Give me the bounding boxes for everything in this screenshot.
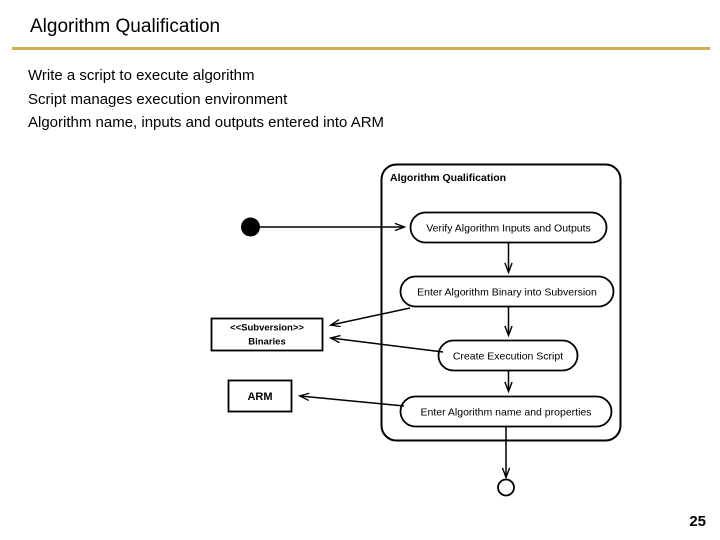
- object-name-label: Binaries: [248, 337, 286, 348]
- object-name-label: ARM: [247, 391, 272, 403]
- bullet-item: Algorithm name, inputs and outputs enter…: [28, 114, 385, 131]
- final-node: [497, 478, 515, 497]
- activity-label: Enter Algorithm name and properties: [420, 407, 591, 419]
- object-node-arm: [227, 379, 293, 413]
- object-flow-script-to-subversion: [331, 338, 444, 353]
- initial-node: [241, 217, 260, 237]
- activity-enter-name-properties: [399, 395, 613, 428]
- partition-frame: [380, 163, 622, 442]
- activity-enter-binary-subversion: [399, 275, 615, 308]
- bullet-list: Write a script to execute algorithm Scri…: [28, 64, 688, 135]
- page-title: Algorithm Qualification: [30, 16, 221, 37]
- activity-label: Verify Algorithm Inputs and Outputs: [426, 223, 591, 235]
- bullet-item: Script manages execution environment: [28, 90, 288, 108]
- bullet-item: Write a script to execute algorithm: [28, 67, 255, 84]
- activity-label: Create Execution Script: [453, 351, 563, 363]
- activity-create-execution-script: [437, 339, 579, 372]
- object-flow-binary-to-subversion: [331, 307, 411, 325]
- object-node-subversion-binaries: [210, 317, 324, 352]
- activity-label: Enter Algorithm Binary into Subversion: [417, 287, 597, 299]
- object-stereotype-label: <<Subversion>>: [230, 323, 304, 334]
- activity-verify-inputs-outputs: [409, 211, 608, 244]
- title-divider: [12, 47, 710, 50]
- partition-label: Algorithm Qualification: [390, 172, 506, 184]
- page-number: 25: [689, 513, 706, 530]
- object-flow-properties-to-arm: [300, 396, 405, 407]
